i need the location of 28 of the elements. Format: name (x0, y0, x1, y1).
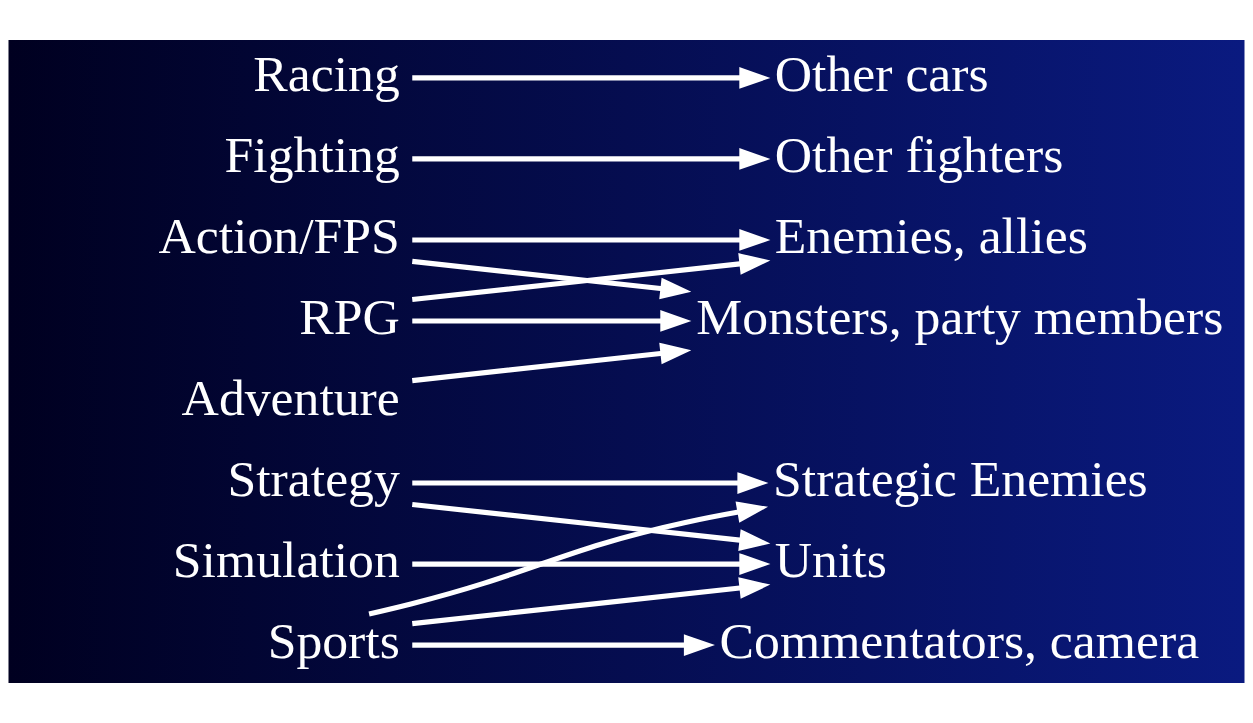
arrow (411, 577, 771, 627)
node-text: RPG (299, 287, 400, 345)
node-text: Racing (253, 44, 400, 102)
node-text: Action/FPS (158, 206, 400, 264)
arrow (412, 553, 771, 575)
arrow (412, 253, 771, 303)
node-text: Monsters, party members (696, 287, 1224, 345)
node-text: Other cars (774, 44, 989, 102)
node-text: Sports (267, 612, 400, 669)
node-text: Adventure (181, 368, 400, 426)
arrow (412, 634, 715, 656)
node-text: Enemies, allies (774, 206, 1088, 264)
arrow (412, 258, 692, 300)
arrow (412, 472, 769, 494)
node-text: Commentators, camera (719, 612, 1200, 669)
arrow (412, 148, 771, 170)
arrow (411, 342, 692, 384)
arrow (412, 229, 771, 251)
node-text: Other fighters (774, 125, 1064, 183)
arrow (412, 501, 771, 551)
node-text: Strategy (227, 449, 400, 507)
node-text: Simulation (172, 530, 400, 588)
arrow (412, 310, 692, 332)
node-text: Units (774, 530, 887, 588)
node-text: Fighting (224, 125, 400, 183)
arrow (412, 67, 771, 89)
node-text: Strategic Enemies (773, 449, 1148, 507)
arrow (368, 501, 769, 617)
